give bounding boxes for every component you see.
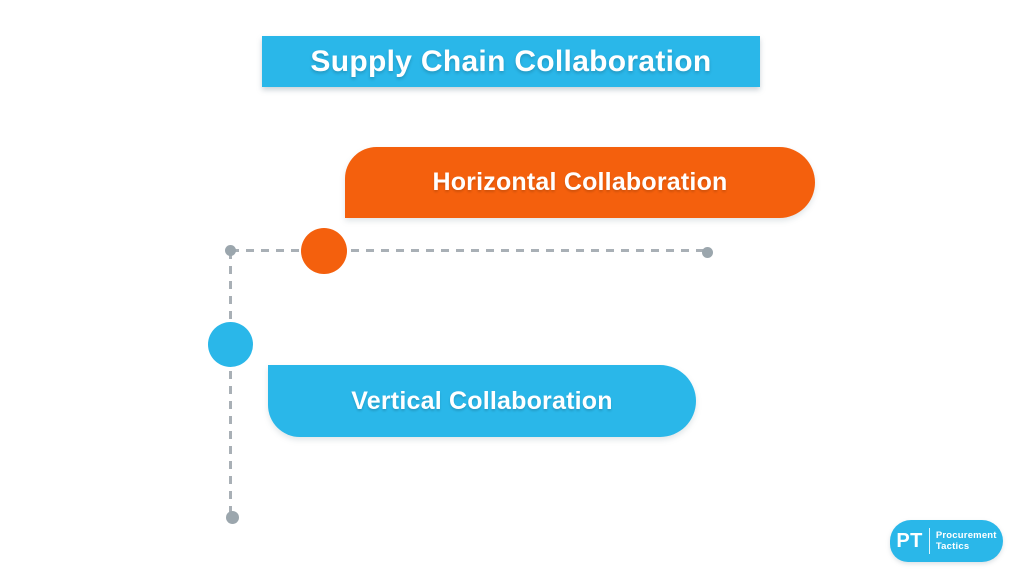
- logo-initials: PT: [896, 529, 923, 552]
- vertical-collaboration-pill: Vertical Collaboration: [268, 365, 696, 437]
- vertical-collaboration-label: Vertical Collaboration: [351, 386, 613, 415]
- vertical-branch-node-circle: [208, 322, 253, 367]
- vertical-axis-dashed-line: [229, 251, 232, 518]
- horizontal-branch-node-circle: [301, 228, 347, 274]
- brand-logo: PT Procurement Tactics: [890, 520, 1003, 562]
- axis-origin-dot: [225, 245, 236, 256]
- title-banner: Supply Chain Collaboration: [262, 36, 760, 87]
- page-title: Supply Chain Collaboration: [310, 44, 712, 78]
- horizontal-axis-end-dot: [702, 247, 713, 258]
- logo-name-line1: Procurement: [935, 529, 997, 541]
- logo-name-line2: Tactics: [935, 541, 970, 552]
- logo-name: Procurement Tactics: [936, 530, 997, 553]
- logo-divider: [928, 528, 930, 554]
- horizontal-collaboration-label: Horizontal Collaboration: [432, 168, 728, 196]
- horizontal-axis-dashed-line: [231, 249, 707, 252]
- vertical-axis-end-dot: [226, 511, 239, 524]
- horizontal-collaboration-pill: Horizontal Collaboration: [345, 147, 815, 218]
